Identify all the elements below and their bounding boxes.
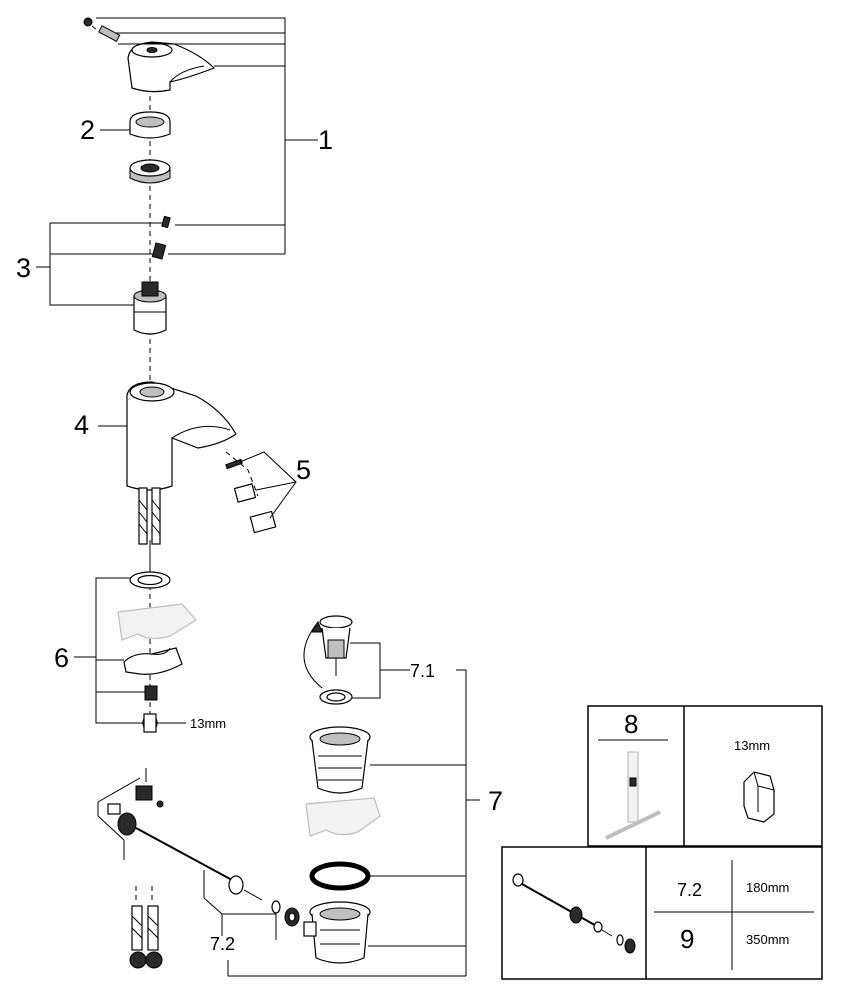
part-7-1-plug [303,615,353,705]
callout-4: 4 [74,410,89,440]
part-7-2-linkage [107,768,300,927]
callout-7-1: 7.1 [410,661,435,681]
part-2-cap [129,111,171,139]
callout-7-2: 7.2 [210,934,235,954]
part-5-aerator [225,451,277,534]
inset-rod-table: 7.2 180mm 9 350mm [501,846,823,980]
callout-5: 5 [296,455,311,485]
callout-7: 7 [488,786,503,816]
rod-row1-value: 180mm [746,880,789,895]
ring-nut [129,159,171,184]
part-1-leader [96,17,286,140]
callout-3: 3 [16,253,31,283]
rod-row2-value: 350mm [746,932,789,947]
part-6-mounting-set [117,571,197,733]
inset-tool-panel: 8 13mm [587,705,823,847]
inset-tool-number: 8 [624,709,638,739]
callout-6: 6 [54,643,69,673]
supply-hoses [129,886,163,969]
part-7-waste-body [303,726,381,964]
rod-row1-label: 7.2 [677,880,702,900]
callout-1: 1 [318,125,333,155]
part-1-handle [83,17,216,93]
callout-6-size: 13mm [190,716,226,731]
part-3-cartridge [133,215,171,335]
inset-tool-size: 13mm [734,738,770,753]
rod-row2-label: 9 [680,924,694,954]
callout-2: 2 [80,115,95,145]
part-4-faucet-body [116,381,237,572]
